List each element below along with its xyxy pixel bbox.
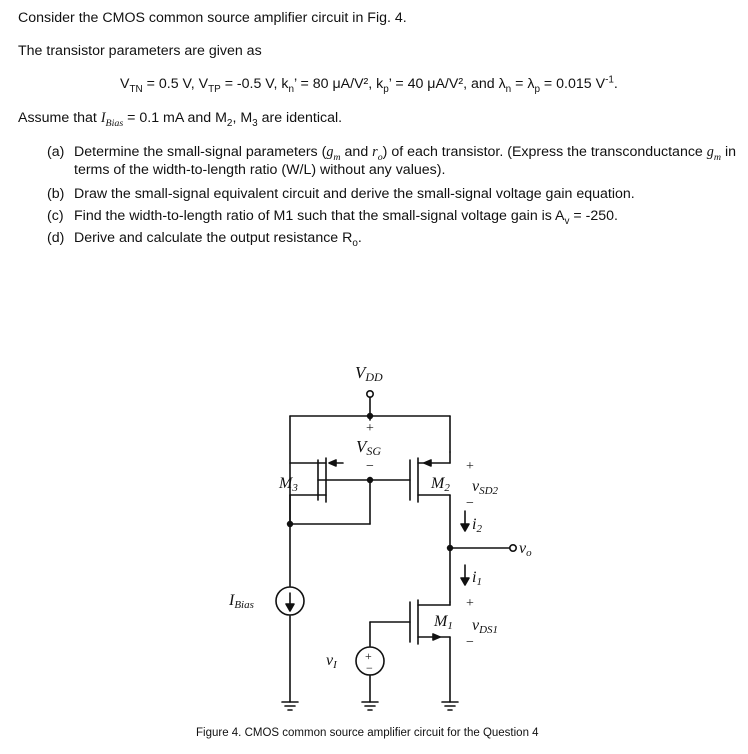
ibias-label: IBias — [228, 592, 254, 611]
vdd-label: VDD — [355, 363, 383, 384]
question-text: Draw the small-signal equivalent circuit… — [74, 186, 635, 202]
vo-label: vo — [519, 540, 532, 559]
vsg-plus: + — [366, 421, 374, 436]
vds1-plus: + — [466, 596, 474, 611]
vsd2-label: vSD2 — [472, 478, 499, 497]
question-label: (a) — [47, 144, 65, 160]
question-text: Find the width-to-length ratio of M1 suc… — [74, 208, 618, 227]
ground-ibias — [281, 701, 299, 711]
figure-caption: Figure 4. CMOS common source amplifier c… — [196, 727, 539, 739]
current-arrow-i1 — [460, 564, 470, 586]
transistor-m1 — [369, 599, 451, 703]
current-source-ibias — [275, 586, 305, 616]
question-text: Derive and calculate the output resistan… — [74, 230, 362, 249]
question-label: (b) — [47, 186, 65, 202]
vsg-minus: − — [366, 459, 374, 474]
vsd2-minus: − — [466, 496, 474, 511]
current-arrow-i2 — [460, 510, 470, 532]
question-b: (b) Draw the small-signal equivalent cir… — [47, 185, 742, 203]
question-c: (c) Find the width-to-length ratio of M1… — [47, 207, 742, 227]
ground-m1 — [441, 701, 459, 711]
vsg-label: VSG — [356, 437, 381, 458]
m2-label: M2 — [430, 475, 450, 494]
vds1-minus: − — [466, 635, 474, 650]
vi-minus: − — [366, 661, 373, 675]
voltage-source-vi — [355, 646, 385, 703]
output-node — [446, 543, 517, 552]
question-label: (d) — [47, 230, 65, 246]
transistor-m3 — [289, 457, 411, 525]
intro-line: Consider the CMOS common source amplifie… — [18, 10, 407, 26]
parameter-line: VTN = 0.5 V, VTP = -0.5 V, kn’ = 80 μA/V… — [120, 74, 618, 95]
i2-label: i2 — [472, 516, 482, 535]
m3-label: M3 — [278, 475, 298, 494]
m1-label: M1 — [433, 613, 453, 632]
params-intro: The transistor parameters are given as — [18, 43, 262, 59]
question-text: Determine the small-signal parameters (g… — [74, 144, 737, 178]
ground-vi — [361, 701, 379, 711]
vds1-label: vDS1 — [472, 617, 498, 636]
vi-label: vI — [326, 652, 338, 671]
i1-label: i1 — [472, 569, 482, 588]
vi-plus: + — [365, 649, 372, 663]
bias-branch — [286, 479, 371, 703]
vsd2-plus: + — [466, 459, 474, 474]
question-d: (d) Derive and calculate the output resi… — [47, 229, 742, 249]
question-label: (c) — [47, 208, 64, 224]
question-a: (a) Determine the small-signal parameter… — [47, 143, 742, 181]
assumption-line: Assume that IBias = 0.1 mA and M2, M3 ar… — [18, 110, 343, 129]
